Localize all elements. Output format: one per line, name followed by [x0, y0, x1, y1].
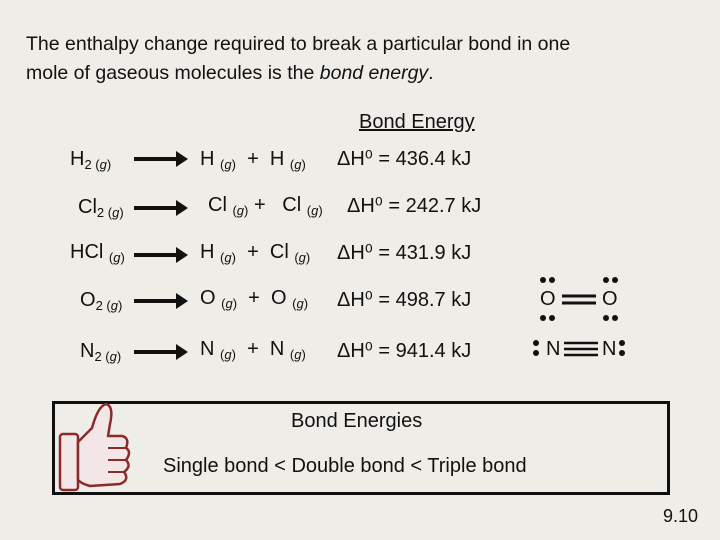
energy-row-3: ΔH⁰ = 431.9 kJ — [337, 242, 472, 264]
energy-row-5: ΔH⁰ = 941.4 kJ — [337, 340, 472, 362]
reactant-n2: N2 (g) — [80, 340, 122, 364]
intro-line-1: The enthalpy change required to break a … — [26, 33, 571, 55]
reactant-o2: O2 (g) — [80, 289, 123, 313]
thumbs-up-icon — [58, 402, 131, 492]
lewis-structure-o2: O O — [528, 276, 638, 324]
products-row-2: Cl (g) + Cl (g) — [208, 194, 323, 218]
page-number: 9.10 — [663, 506, 699, 526]
reaction-arrow — [134, 293, 188, 309]
products-row-5: N (g) + N (g) — [200, 338, 306, 362]
summary-title: Bond Energies — [291, 410, 423, 432]
lewis-structure-n2: N N — [528, 330, 638, 370]
reactant-hcl: HCl (g) — [70, 241, 125, 265]
n2-left-atom: N — [546, 338, 561, 360]
summary-body: Single bond < Double bond < Triple bond — [163, 455, 527, 477]
reaction-arrow — [134, 200, 188, 216]
reactant-cl2: Cl2 (g) — [78, 196, 124, 220]
products-row-4: O (g) + O (g) — [200, 287, 309, 311]
n2-right-atom: N — [602, 338, 617, 360]
intro-line-2: mole of gaseous molecules is the bond en… — [26, 59, 706, 88]
bond-energy-heading: Bond Energy — [359, 111, 475, 133]
o2-right-atom: O — [602, 288, 618, 310]
n2-bonds-and-lone-pairs — [533, 340, 625, 357]
products-row-1: H (g) + H (g) — [200, 148, 306, 172]
intro-line-2-end: . — [428, 62, 434, 84]
energy-row-2: ΔH⁰ = 242.7 kJ — [347, 195, 482, 217]
energy-row-1: ΔH⁰ = 436.4 kJ — [337, 148, 472, 170]
reaction-arrow — [134, 151, 188, 167]
reactant-h2: H2 (g) — [70, 148, 112, 172]
reaction-arrow — [134, 344, 188, 360]
bond-energies-summary-box: Bond Energies Single bond < Double bond … — [52, 401, 670, 495]
intro-line-2-start: mole of gaseous molecules is the — [26, 62, 320, 84]
reaction-arrow — [134, 247, 188, 263]
o2-bonds-and-lone-pairs — [540, 277, 618, 321]
energy-row-4: ΔH⁰ = 498.7 kJ — [337, 289, 472, 311]
bond-energy-term: bond energy — [319, 62, 429, 84]
intro-text: The enthalpy change required to break a … — [26, 30, 706, 88]
o2-left-atom: O — [540, 288, 556, 310]
products-row-3: H (g) + Cl (g) — [200, 241, 311, 265]
